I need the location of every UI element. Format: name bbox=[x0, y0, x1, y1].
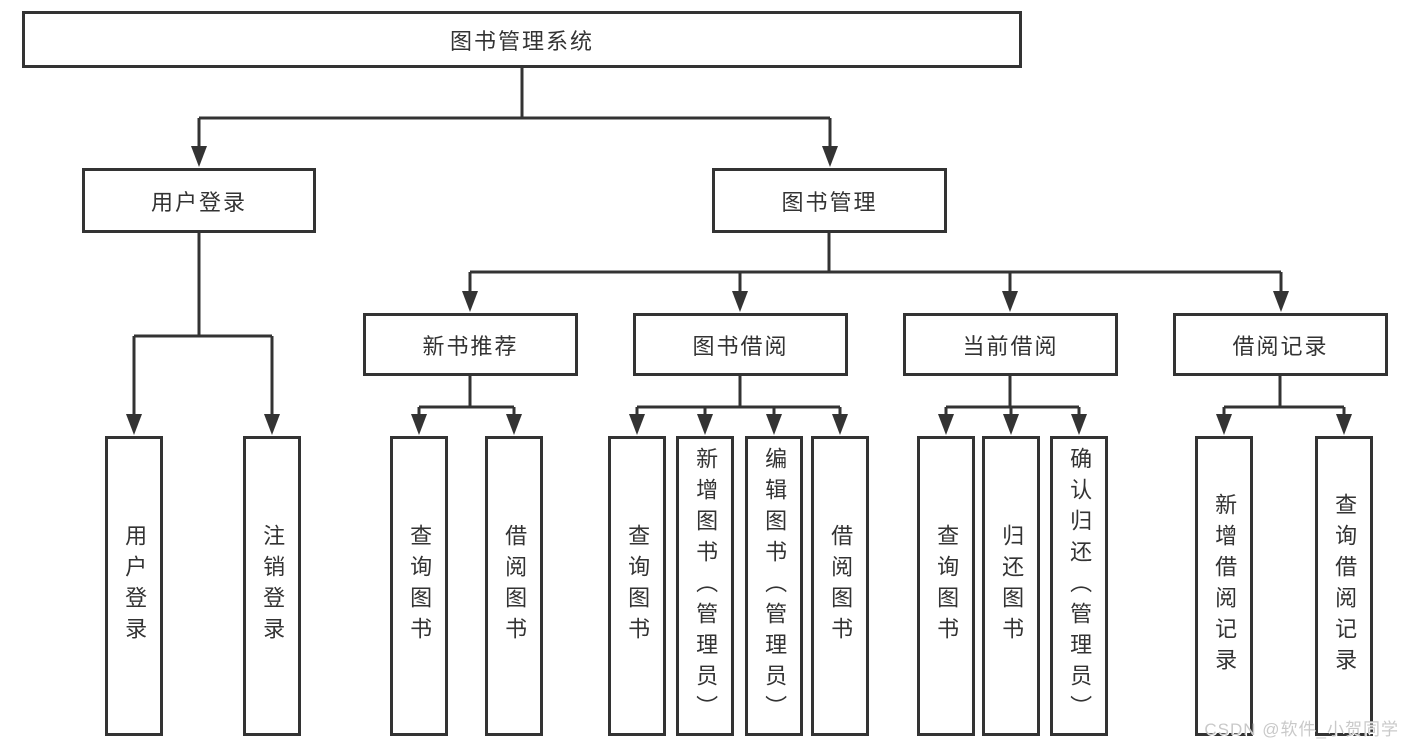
leaf-cb-confirm-return-admin: 确认归还（管理员） bbox=[1050, 436, 1108, 736]
node-library-management-system: 图书管理系统 bbox=[22, 11, 1022, 68]
arrowheads bbox=[126, 146, 1352, 435]
node-label: 用户登录 bbox=[122, 524, 148, 648]
node-label: 确认归还（管理员） bbox=[1067, 446, 1093, 726]
leaf-nbr-query-book: 查询图书 bbox=[390, 436, 448, 736]
leaf-br-add-record: 新增借阅记录 bbox=[1195, 436, 1253, 736]
leaf-cb-query-book: 查询图书 bbox=[917, 436, 975, 736]
node-label: 查询图书 bbox=[625, 524, 651, 648]
leaf-bb-borrow-book: 借阅图书 bbox=[811, 436, 869, 736]
node-label: 图书管理 bbox=[781, 189, 878, 215]
node-label: 查询借阅记录 bbox=[1332, 493, 1358, 679]
node-label: 借阅图书 bbox=[502, 524, 528, 648]
node-label: 新增借阅记录 bbox=[1212, 493, 1238, 679]
leaf-bb-query-book: 查询图书 bbox=[608, 436, 666, 736]
node-label: 借阅记录 bbox=[1232, 333, 1329, 359]
leaf-bb-edit-book-admin: 编辑图书（管理员） bbox=[745, 436, 803, 736]
node-label: 当前借阅 bbox=[962, 333, 1059, 359]
node-label: 新增图书（管理员） bbox=[693, 446, 719, 726]
node-borrow-records: 借阅记录 bbox=[1173, 313, 1388, 376]
node-current-borrow: 当前借阅 bbox=[903, 313, 1118, 376]
node-label: 查询图书 bbox=[407, 524, 433, 648]
leaf-bb-add-book-admin: 新增图书（管理员） bbox=[676, 436, 734, 736]
node-book-management: 图书管理 bbox=[712, 168, 947, 233]
node-label: 用户登录 bbox=[150, 189, 247, 215]
leaf-cb-return-book: 归还图书 bbox=[982, 436, 1040, 736]
node-label: 编辑图书（管理员） bbox=[762, 446, 788, 726]
node-label: 查询图书 bbox=[934, 524, 960, 648]
leaf-br-query-record: 查询借阅记录 bbox=[1315, 436, 1373, 736]
node-label: 新书推荐 bbox=[422, 333, 519, 359]
node-label: 归还图书 bbox=[999, 524, 1025, 648]
node-label: 借阅图书 bbox=[828, 524, 854, 648]
leaf-logout: 注销登录 bbox=[243, 436, 301, 736]
leaf-nbr-borrow-book: 借阅图书 bbox=[485, 436, 543, 736]
node-new-book-recommend: 新书推荐 bbox=[363, 313, 578, 376]
node-label: 注销登录 bbox=[260, 524, 286, 648]
node-label: 图书管理系统 bbox=[449, 28, 594, 54]
node-label: 图书借阅 bbox=[692, 333, 789, 359]
leaf-user-login: 用户登录 bbox=[105, 436, 163, 736]
node-user-login: 用户登录 bbox=[82, 168, 316, 233]
csdn-watermark: CSDN @软件_小贺同学 bbox=[1204, 720, 1399, 739]
node-book-borrow: 图书借阅 bbox=[633, 313, 848, 376]
